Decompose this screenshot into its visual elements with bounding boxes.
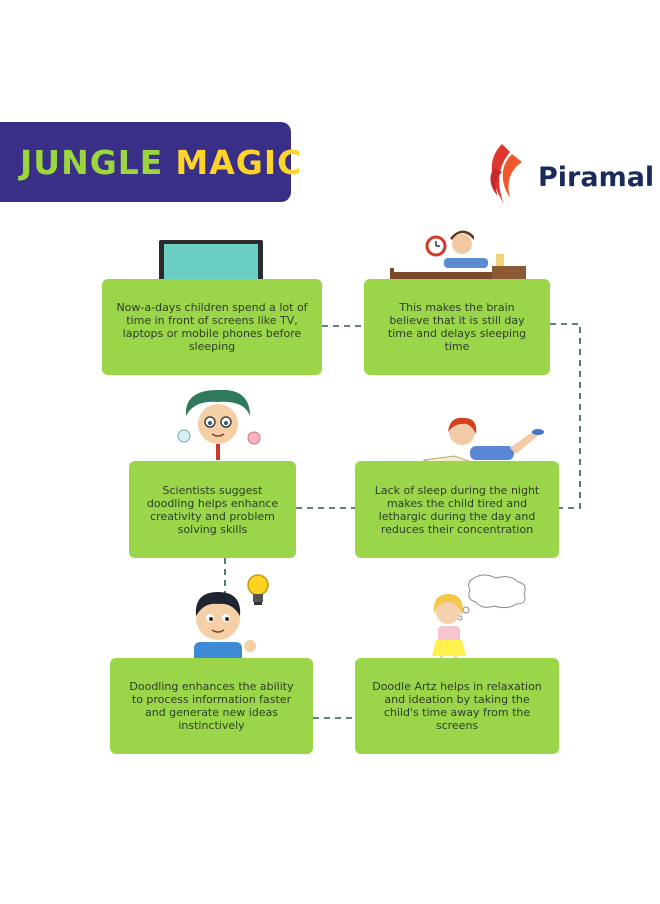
jungle-magic-word2: MAGIC <box>175 142 303 182</box>
piramal-flame-icon <box>490 144 522 204</box>
step-1-box: Now-a-days children spend a lot of time … <box>102 279 322 375</box>
step-5-text: Doodling enhances the ability to process… <box>129 680 294 732</box>
step-1-text: Now-a-days children spend a lot of time … <box>116 301 308 353</box>
step-2-box: This makes the brain believe that it is … <box>364 279 550 375</box>
step-4-box: Scientists suggest doodling helps enhanc… <box>129 461 296 558</box>
step-4-text: Scientists suggest doodling helps enhanc… <box>146 483 279 536</box>
trademark-symbol: TM <box>304 146 318 156</box>
piramal-logo: Piramal <box>482 138 655 210</box>
step-2-text: This makes the brain believe that it is … <box>387 301 527 353</box>
step-6-text: Doodle Artz helps in relaxation and idea… <box>372 680 542 732</box>
thinking-girl-illustration <box>432 574 526 666</box>
step-3-text: Lack of sleep during the night makes the… <box>374 483 540 536</box>
bulb-icon <box>247 574 269 605</box>
piramal-name: Piramal <box>538 162 655 193</box>
step-6-box: Doodle Artz helps in relaxation and idea… <box>355 658 559 754</box>
step-5-box: Doodling enhances the ability to process… <box>110 658 313 754</box>
thinking-boy-illustration <box>194 592 256 664</box>
jungle-magic-logo: JUNGLE MAGIC TM <box>0 122 318 202</box>
jungle-magic-word1: JUNGLE <box>20 142 164 182</box>
scientist-boy-illustration <box>177 389 261 464</box>
step-3-box: Lack of sleep during the night makes the… <box>355 461 559 558</box>
